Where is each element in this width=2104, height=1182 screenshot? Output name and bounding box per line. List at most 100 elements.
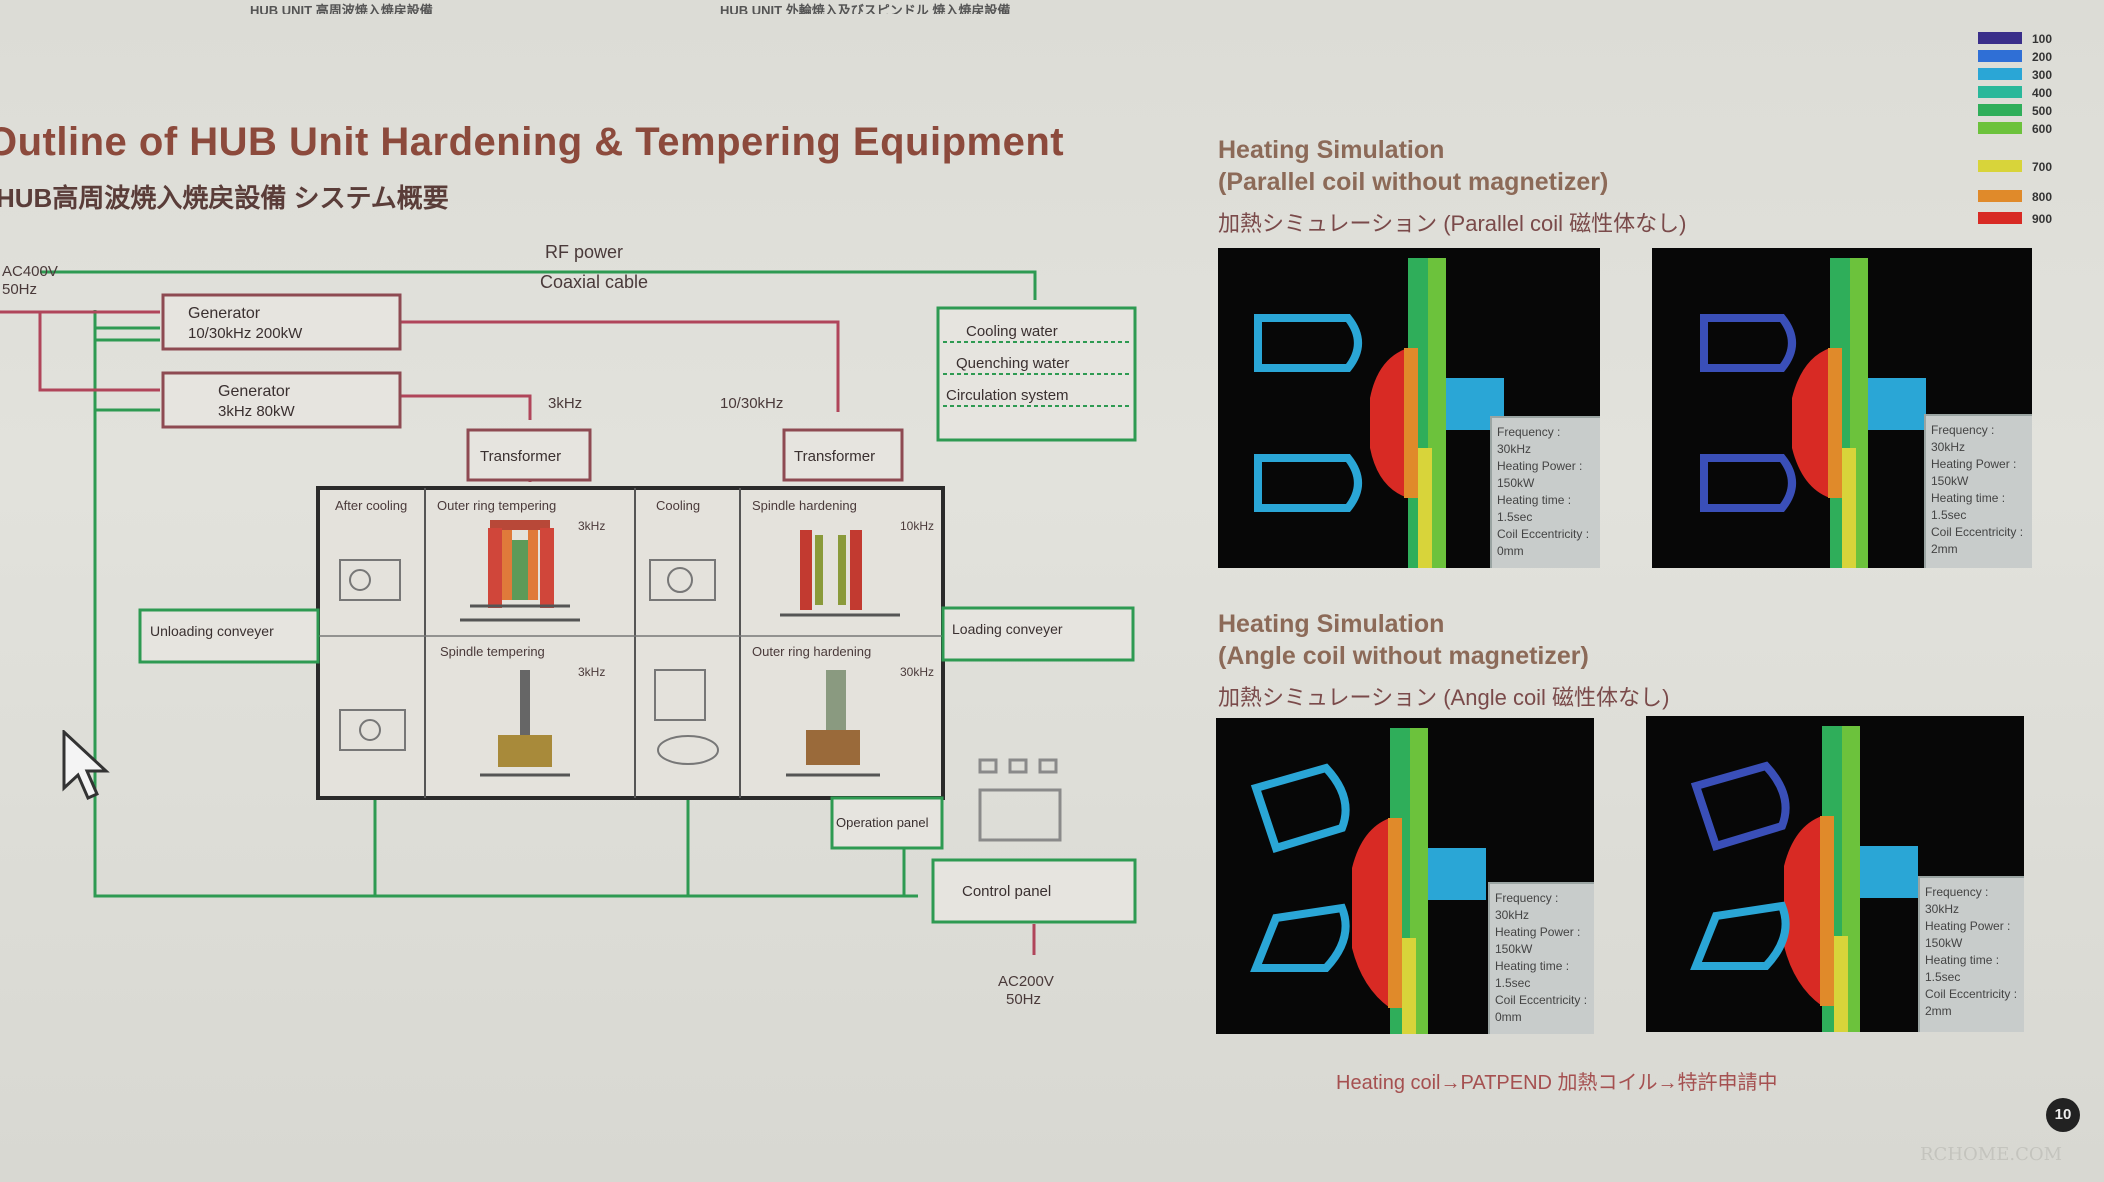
- rf-power-label: RF power: [545, 242, 623, 262]
- sim2-panel-2-info: Frequency : 30kHz Heating Power : 150kW …: [1918, 876, 2024, 1032]
- info-line: 30kHz: [1925, 902, 1960, 916]
- scale-label: 200: [2032, 50, 2053, 64]
- generator1-spec: 10/30kHz 200kW: [188, 325, 303, 342]
- scale-label: 400: [2032, 86, 2053, 100]
- cell-spindle-hardening-freq: 10kHz: [900, 519, 934, 533]
- mouse-cursor-icon: [62, 730, 110, 800]
- operation-panel-box: [830, 796, 944, 850]
- page-title: Outline of HUB Unit Hardening & Temperin…: [0, 120, 1065, 164]
- control-panel-box: [931, 858, 1137, 924]
- loading-conveyer-box: [941, 606, 1135, 662]
- generator2-box: [161, 371, 402, 429]
- cell-outer-tempering: Outer ring tempering: [437, 498, 556, 513]
- scale-swatch: [1978, 86, 2022, 98]
- system-diagram: AC400V 50Hz RF power Coaxial cable Gener…: [0, 242, 1137, 1008]
- info-line: Coil Eccentricity :: [1495, 993, 1588, 1007]
- header-right: HUB UNIT 外輪焼入及びスピンドル 焼入焼戻設備: [720, 3, 1011, 14]
- sim2-title-2: (Angle coil without magnetizer): [1218, 642, 1589, 670]
- sim2-title: Heating Simulation: [1218, 610, 1445, 638]
- cell-spindle-hardening: Spindle hardening: [752, 498, 857, 513]
- info-line: Heating time :: [1495, 959, 1570, 973]
- loading-conveyer-label: Loading conveyer: [952, 621, 1063, 637]
- red-line-gen2: [400, 394, 532, 420]
- info-line: Coil Eccentricity :: [1925, 987, 2018, 1001]
- info-line: 150kW: [1495, 942, 1533, 956]
- scale-swatch: [1978, 160, 2022, 172]
- red-line-gen1: [400, 320, 840, 412]
- info-line: Coil Eccentricity :: [1931, 525, 2024, 539]
- quenching-water-label: Quenching water: [956, 355, 1069, 372]
- info-line: Frequency :: [1495, 891, 1559, 905]
- transformer1-label: Transformer: [480, 448, 561, 465]
- info-line: Frequency :: [1931, 423, 1995, 437]
- cell-spindle-tempering: Spindle tempering: [440, 644, 545, 659]
- generator2-label: Generator: [218, 383, 291, 400]
- info-line: Heating time :: [1497, 493, 1572, 507]
- coaxial-cable-label: Coaxial cable: [540, 272, 648, 292]
- sim2-panel-2: Frequency : 30kHz Heating Power : 150kW …: [1646, 716, 2024, 1032]
- scale-swatch: [1978, 190, 2022, 202]
- info-line: 2mm: [1931, 542, 1958, 556]
- control-panel-label: Control panel: [962, 883, 1051, 900]
- watermark: RCHOME.COM: [1920, 1144, 2063, 1165]
- unloading-conveyer-box: [138, 608, 320, 664]
- outer-tempering-coil-illustration: [460, 520, 580, 622]
- circulation-system-label: Circulation system: [946, 387, 1069, 404]
- scale-label: 600: [2032, 122, 2053, 136]
- freq-3k-label: 3kHz: [548, 395, 582, 412]
- info-line: 30kHz: [1497, 442, 1532, 456]
- scale-label: 800: [2032, 190, 2053, 204]
- info-line: 150kW: [1925, 936, 1963, 950]
- cell-outer-tempering-freq: 3kHz: [578, 519, 605, 533]
- scale-label: 700: [2032, 160, 2053, 174]
- info-line: 1.5sec: [1925, 970, 1961, 984]
- sim1-title-2: (Parallel coil without magnetizer): [1218, 168, 1609, 196]
- footer-note: Heating coil→PATPEND 加熱コイル→特許申請中: [1336, 1072, 1778, 1094]
- page-number: 10: [2046, 1098, 2080, 1132]
- generator1-box: [161, 293, 402, 351]
- scale-label: 300: [2032, 68, 2053, 82]
- info-line: Heating Power :: [1931, 457, 2017, 471]
- info-line: Frequency :: [1925, 885, 1989, 899]
- info-line: 0mm: [1497, 544, 1524, 558]
- green-line-left: [93, 310, 918, 898]
- ac-bottom-label: AC200V: [998, 973, 1054, 990]
- cooling-machine-illustration: [649, 559, 719, 765]
- cell-outer-hardening-freq: 30kHz: [900, 665, 934, 679]
- red-line-in: [0, 310, 160, 392]
- freq-10-30k-label: 10/30kHz: [720, 395, 783, 412]
- info-line: Heating Power :: [1497, 459, 1583, 473]
- transformer1-box: [466, 428, 592, 482]
- outer-hardening-illustration: [786, 670, 880, 777]
- info-line: Heating time :: [1925, 953, 2000, 967]
- green-line-top: [40, 270, 1037, 300]
- operation-panel-label: Operation panel: [836, 815, 929, 830]
- scale-label: 100: [2032, 32, 2053, 46]
- sim1-panel-1-info: Frequency : 30kHz Heating Power : 150kW …: [1490, 416, 1600, 568]
- info-line: Heating Power :: [1925, 919, 2011, 933]
- sim1-subtitle: 加熱シミュレーション (Parallel coil 磁性体なし): [1218, 211, 1687, 236]
- generator2-spec: 3kHz 80kW: [218, 403, 296, 420]
- info-line: Heating Power :: [1495, 925, 1581, 939]
- cooling-water-label: Cooling water: [966, 323, 1058, 340]
- sim2-subtitle: 加熱シミュレーション (Angle coil 磁性体なし): [1218, 685, 1670, 710]
- cell-outer-hardening: Outer ring hardening: [752, 644, 871, 659]
- info-line: 1.5sec: [1497, 510, 1533, 524]
- transformer2-box: [782, 428, 904, 482]
- sim1-title: Heating Simulation: [1218, 136, 1445, 164]
- info-line: 1.5sec: [1495, 976, 1531, 990]
- header-left: HUB UNIT 高周波焼入焼戻設備: [250, 3, 433, 14]
- sim2-panel-1-info: Frequency : 30kHz Heating Power : 150kW …: [1488, 882, 1594, 1034]
- scale-swatch: [1978, 68, 2022, 80]
- info-line: 150kW: [1931, 474, 1969, 488]
- info-line: 150kW: [1497, 476, 1535, 490]
- info-line: Heating time :: [1931, 491, 2006, 505]
- power-in-hz-label: 50Hz: [2, 281, 37, 298]
- cell-after-cooling: After cooling: [335, 498, 407, 513]
- scale-swatch: [1978, 50, 2022, 62]
- sim1-panel-2-info: Frequency : 30kHz Heating Power : 150kW …: [1924, 414, 2032, 568]
- spindle-hardening-coil-illustration: [780, 530, 900, 617]
- page-subtitle: HUB高周波焼入焼戻設備 システム概要: [0, 183, 449, 213]
- info-line: Frequency :: [1497, 425, 1561, 439]
- power-in-label: AC400V: [2, 263, 58, 280]
